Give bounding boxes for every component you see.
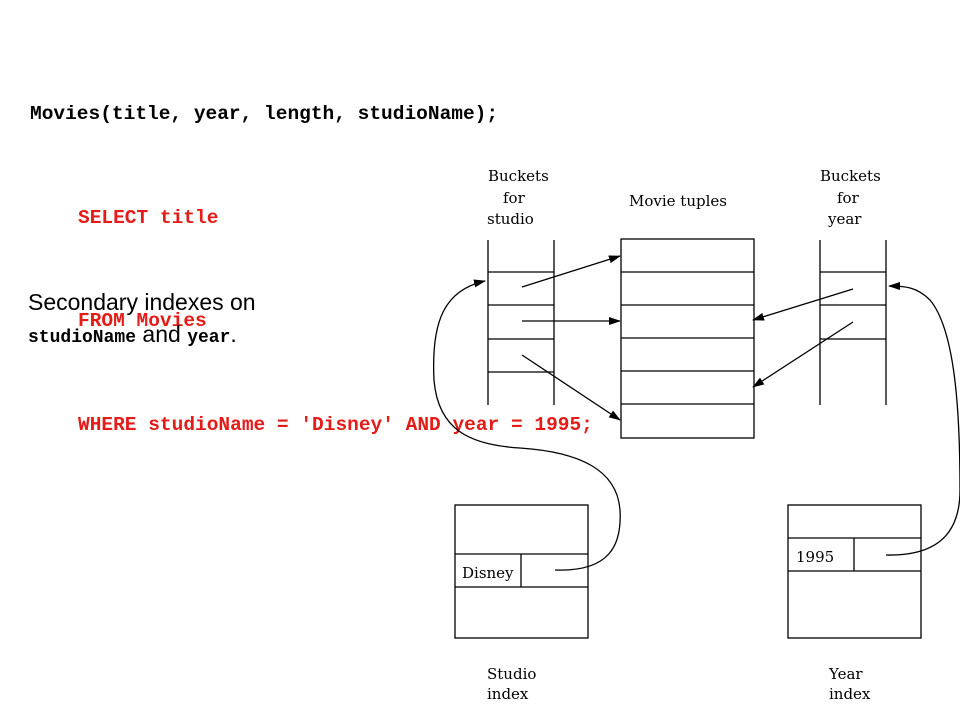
label-studio-index-2: index xyxy=(487,685,529,703)
schema-line: Movies(title, year, length, studioName); xyxy=(30,103,499,125)
arrow-studio-bucket1 xyxy=(521,255,621,288)
label-buckets-year-1: Buckets xyxy=(820,167,881,185)
sql-from-line: FROM Movies xyxy=(78,310,207,332)
year-buckets xyxy=(819,240,887,405)
sql-select-line: SELECT title xyxy=(78,206,219,229)
label-buckets-year-2: for xyxy=(837,189,860,207)
caption-end: . xyxy=(230,321,237,347)
arrow-year-bucket2 xyxy=(752,321,854,388)
year-key-1995: 1995 xyxy=(796,548,834,566)
arrow-disney-to-buckets xyxy=(432,279,621,571)
diagram-caption: Secondary indexes on studioName and year… xyxy=(28,286,256,354)
label-buckets-studio-1: Buckets xyxy=(488,167,549,185)
sql-where-line: WHERE studioName = 'Disney' AND year = 1… xyxy=(78,413,593,436)
caption-line1: Secondary indexes on xyxy=(28,289,256,315)
label-studio-index-1: Studio xyxy=(487,665,536,683)
arrow-1995-to-buckets xyxy=(885,282,960,556)
label-movie-tuples: Movie tuples xyxy=(629,192,727,210)
movie-tuples-table xyxy=(620,238,755,439)
label-buckets-year-3: year xyxy=(827,210,862,228)
arrow-studio-bucket3 xyxy=(521,354,621,421)
label-year-index-1: Year xyxy=(828,665,863,683)
year-index-box xyxy=(787,504,922,639)
caption-line2: studioName and year. xyxy=(28,318,256,354)
label-year-index-2: index xyxy=(829,685,871,703)
arrow-year-bucket1 xyxy=(752,288,854,321)
caption-field-studioname: studioName xyxy=(28,328,137,348)
studio-key-disney: Disney xyxy=(462,564,514,582)
caption-field-year: year xyxy=(187,328,231,348)
label-buckets-studio-3: studio xyxy=(487,210,534,228)
code-block: Movies(title, year, length, studioName);… xyxy=(30,28,593,477)
studio-index-box xyxy=(454,504,589,639)
label-buckets-studio-2: for xyxy=(503,189,526,207)
studio-buckets xyxy=(487,240,555,405)
caption-joiner: and xyxy=(136,321,188,347)
